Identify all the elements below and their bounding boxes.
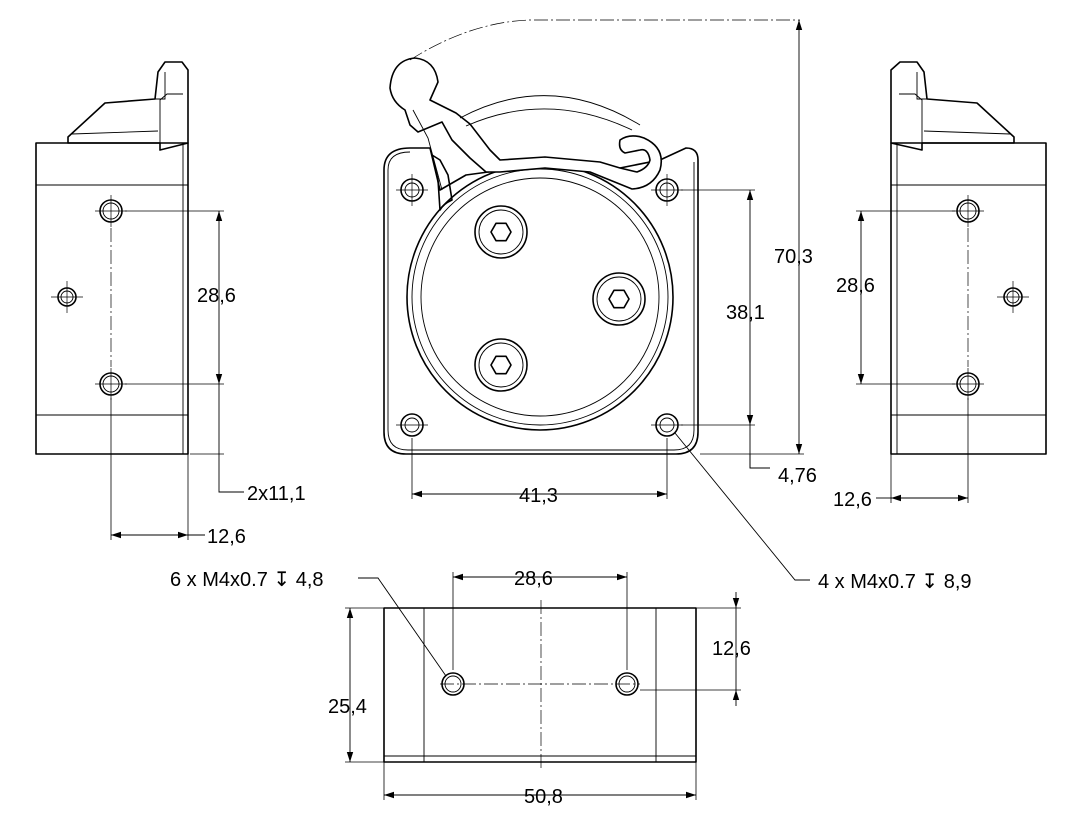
bottom-hole-spacing-label: 28,6 bbox=[514, 568, 553, 590]
bottom-view bbox=[345, 572, 741, 800]
bottom-overall-height-label: 25,4 bbox=[328, 696, 367, 718]
front-view bbox=[383, 19, 810, 581]
rotor-screw-right bbox=[592, 272, 646, 326]
rotor-screw-bottom bbox=[474, 338, 528, 392]
bottom-overall-width-label: 50,8 bbox=[524, 786, 563, 808]
horizontal-hole-spacing-label: 41,3 bbox=[519, 485, 558, 507]
left-side-view bbox=[35, 61, 244, 540]
right-depth-label: 12,6 bbox=[833, 489, 872, 511]
bottom-offset-label: 4,76 bbox=[778, 465, 817, 487]
mount-thread-note: 4 x M4x0.7 ↧ 8,9 bbox=[818, 571, 972, 593]
right-hole-spacing-label: 28,6 bbox=[836, 275, 875, 297]
left-hole-side bbox=[51, 281, 83, 313]
bottom-thread-note: 6 x M4x0.7 ↧ 4,8 bbox=[170, 569, 324, 591]
left-hole-top bbox=[95, 195, 127, 227]
right-hole-top bbox=[952, 195, 984, 227]
left-depth-label: 12,6 bbox=[207, 526, 246, 548]
right-hole-bottom bbox=[952, 368, 984, 400]
vertical-hole-spacing-label: 38,1 bbox=[726, 302, 765, 324]
left-bore-note-label: 2x11,1 bbox=[247, 483, 306, 505]
right-hole-side bbox=[997, 281, 1029, 313]
bottom-hole-left bbox=[441, 672, 465, 696]
bottom-hole-height-label: 12,6 bbox=[712, 638, 751, 660]
rotor-screw-top bbox=[474, 205, 528, 259]
overall-height-label: 70,3 bbox=[774, 246, 813, 268]
bottom-hole-right bbox=[615, 672, 639, 696]
right-side-view bbox=[856, 61, 1047, 503]
left-hole-spacing-label: 28,6 bbox=[197, 285, 236, 307]
left-hole-bottom bbox=[95, 368, 127, 400]
